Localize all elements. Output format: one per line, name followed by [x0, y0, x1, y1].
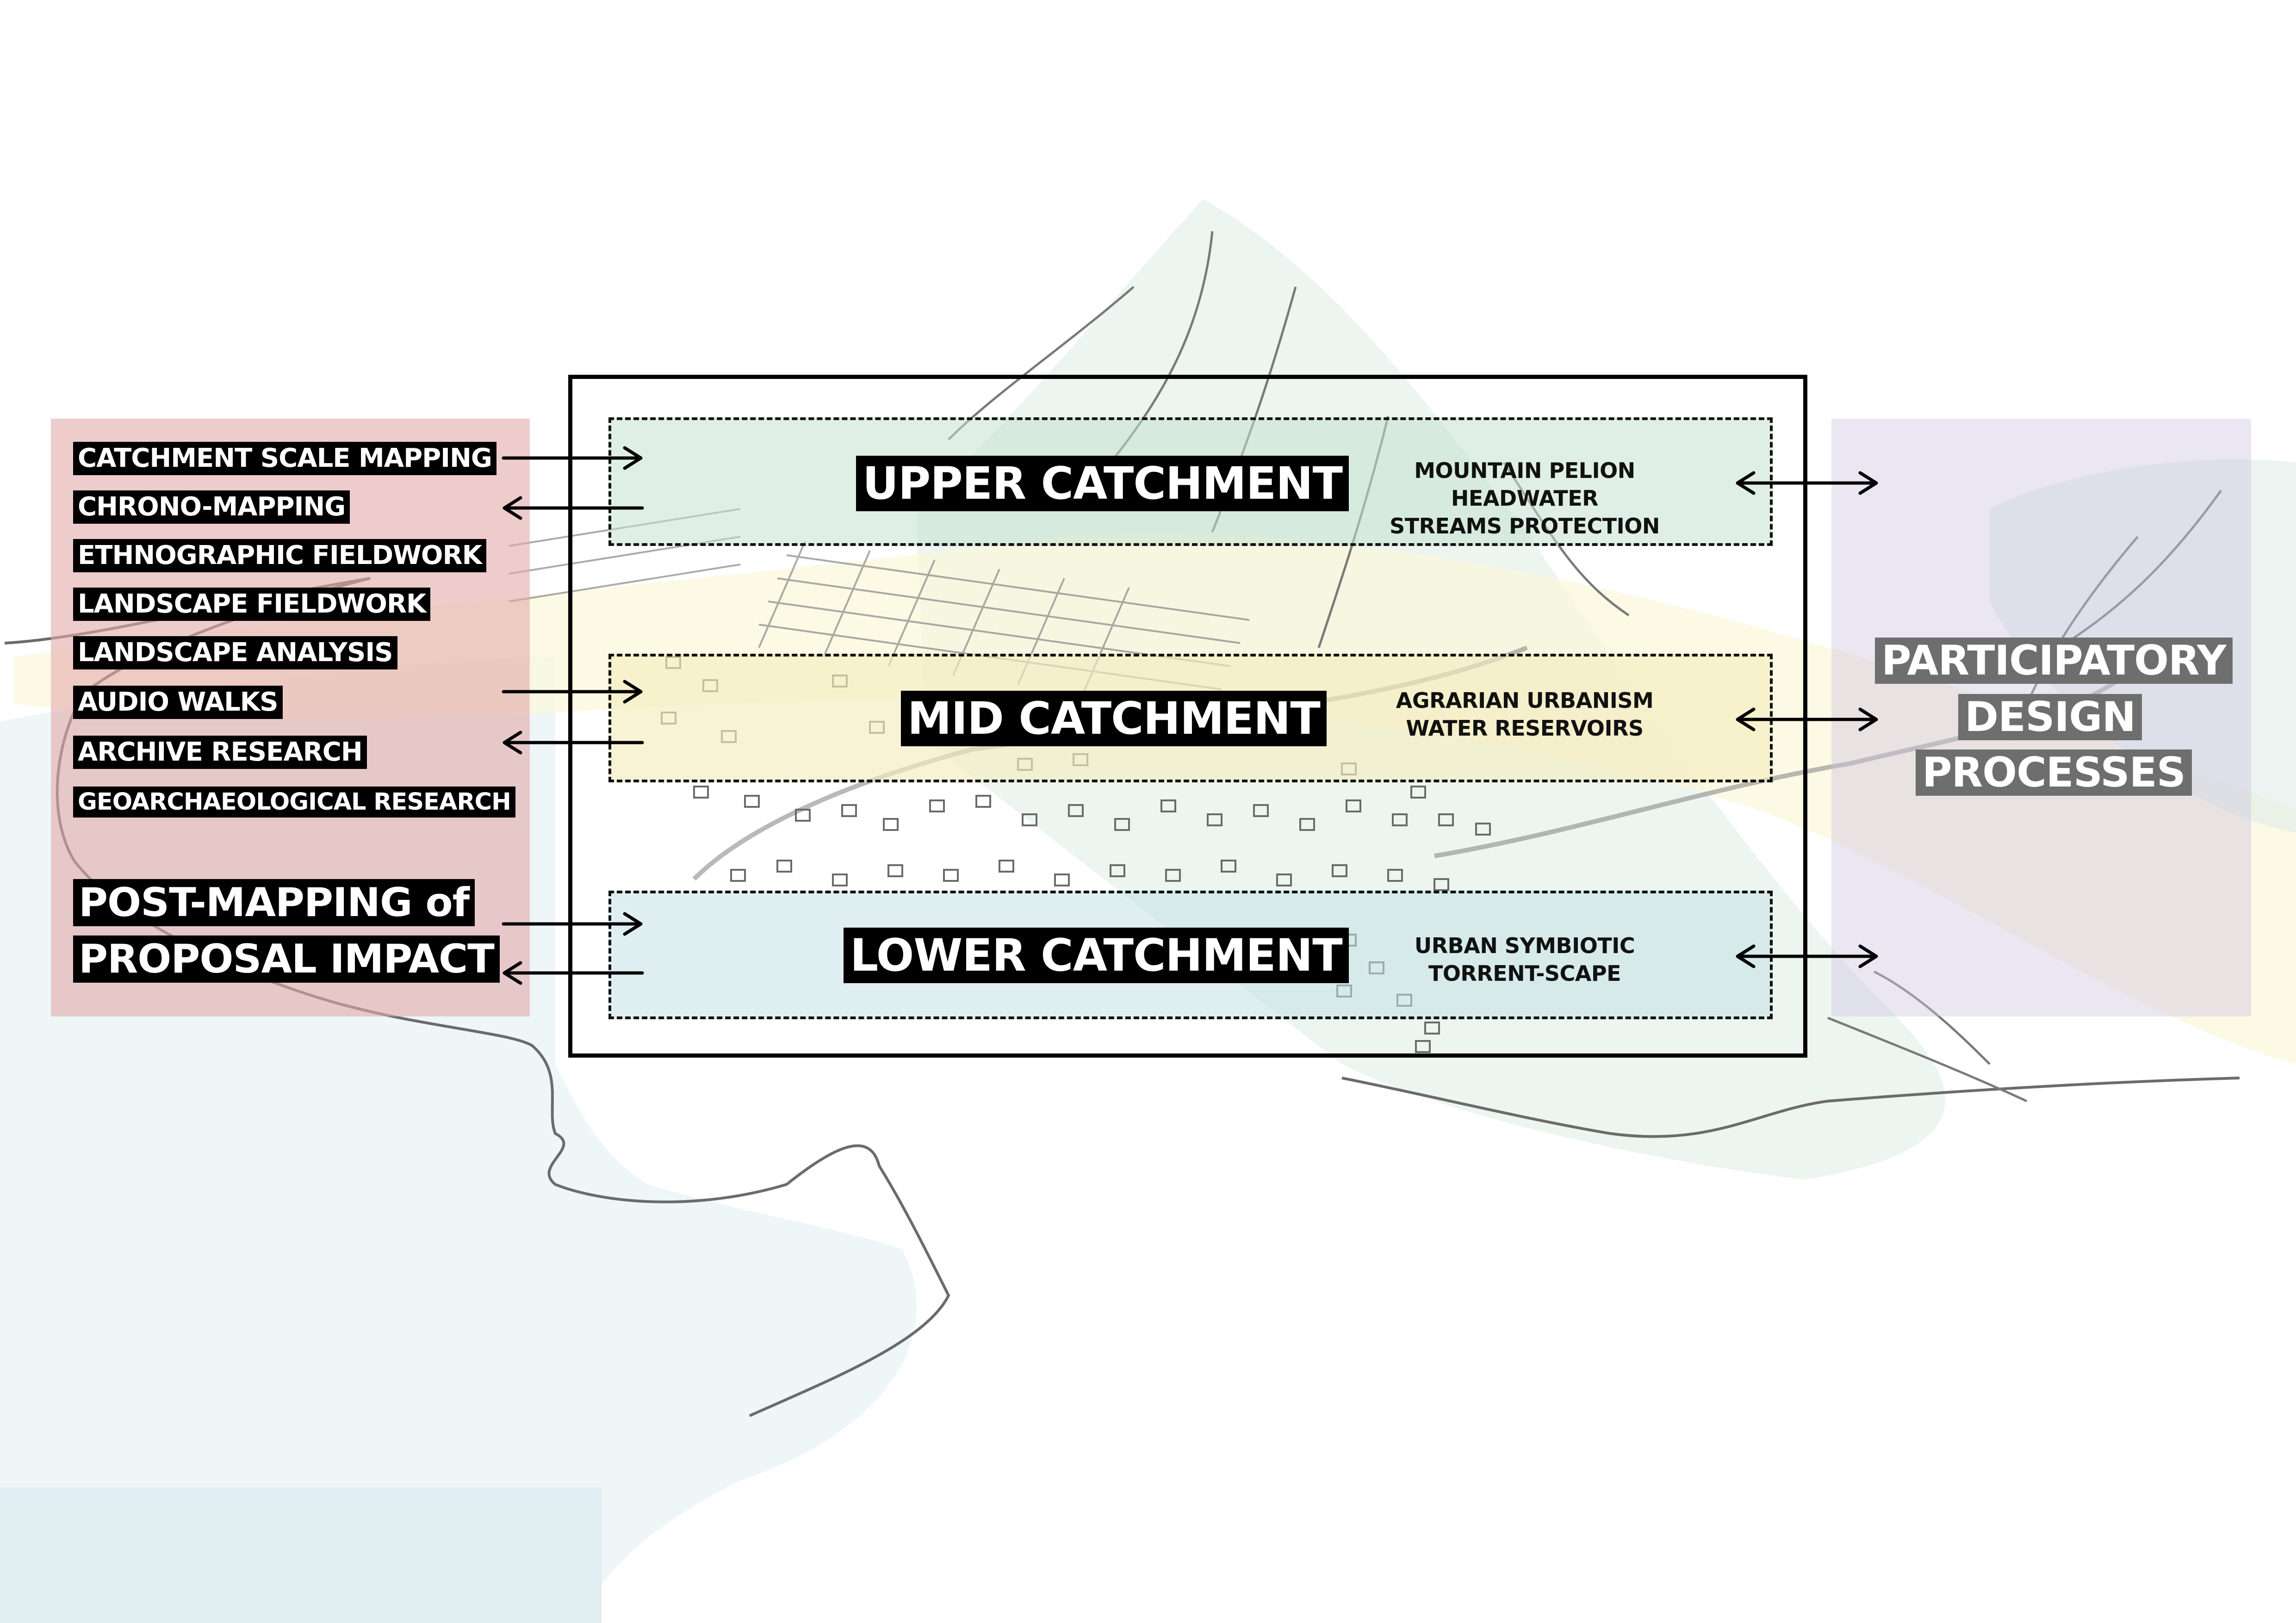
method-landscape-analysis: LANDSCAPE ANALYSIS: [73, 636, 397, 669]
method-archive-research: ARCHIVE RESEARCH: [73, 736, 367, 769]
post-mapping-line-2: PROPOSAL IMPACT: [73, 935, 500, 983]
catchment-frame: [568, 375, 1807, 1058]
method-geoarchaeological-research: GEOARCHAEOLOGICAL RESEARCH: [73, 787, 515, 818]
method-landscape-fieldwork: LANDSCAPE FIELDWORK: [73, 588, 431, 621]
post-mapping-line-1: POST-MAPPING of: [73, 879, 475, 926]
method-ethnographic-fieldwork: ETHNOGRAPHIC FIELDWORK: [73, 539, 486, 572]
lower-note-line-1: URBAN SYMBIOTIC: [1414, 933, 1635, 958]
mid-catchment-title: MID CATCHMENT: [901, 691, 1327, 746]
lower-catchment-note: URBAN SYMBIOTIC TORRENT-SCAPE: [1344, 932, 1705, 988]
participatory-line-1: PARTICIPATORY: [1875, 638, 2233, 684]
method-chrono-mapping: CHRONO-MAPPING: [73, 490, 350, 524]
method-audio-walks: AUDIO WALKS: [73, 686, 283, 719]
mid-catchment-note: AGRARIAN URBANISM WATER RESERVOIRS: [1344, 687, 1705, 743]
method-catchment-scale-mapping: CATCHMENT SCALE MAPPING: [73, 442, 496, 475]
participatory-line-3: PROCESSES: [1916, 750, 2192, 796]
upper-catchment-title: UPPER CATCHMENT: [856, 456, 1349, 511]
lower-note-line-2: TORRENT-SCAPE: [1428, 960, 1621, 986]
upper-note-line-1: MOUNTAIN PELION HEADWATER: [1414, 458, 1635, 511]
upper-catchment-note: MOUNTAIN PELION HEADWATER STREAMS PROTEC…: [1344, 457, 1705, 540]
coastline-right: [1341, 1077, 2240, 1138]
sea-bottom-band: [0, 1487, 602, 1623]
upper-note-line-2: STREAMS PROTECTION: [1390, 513, 1660, 539]
mid-note-line-1: AGRARIAN URBANISM: [1396, 688, 1654, 713]
participatory-line-2: DESIGN: [1958, 694, 2142, 740]
lower-catchment-title: LOWER CATCHMENT: [844, 928, 1349, 983]
mid-note-line-2: WATER RESERVOIRS: [1406, 715, 1644, 741]
